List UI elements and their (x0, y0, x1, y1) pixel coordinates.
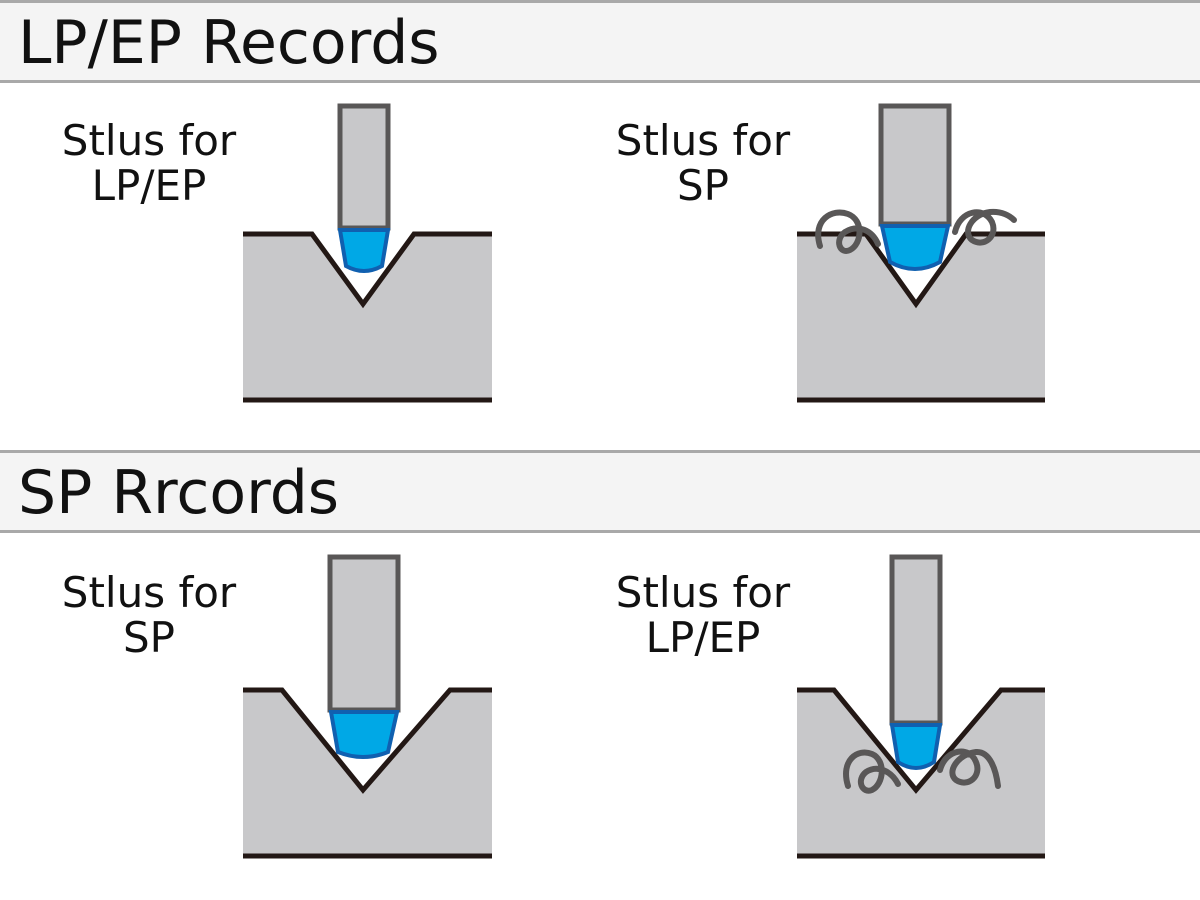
groove-block (797, 234, 1045, 400)
stylus-tip (889, 723, 943, 770)
label-line-1: Stlus for (61, 116, 237, 165)
section-header-lp-ep: LP/EP Records (0, 0, 1200, 83)
stylus-tip (328, 710, 400, 759)
label-line-1: Stlus for (615, 568, 791, 617)
stylus-label: Stlus for LP/EP (588, 570, 818, 660)
label-line-1: Stlus for (61, 568, 237, 617)
panel-lp-record-sp-stylus (797, 103, 1045, 403)
stylus-shaft (327, 554, 401, 713)
section-header-sp: SP Rrcords (0, 450, 1200, 533)
label-line-2: LP/EP (91, 161, 207, 210)
panel-sp-record-lp-stylus (797, 554, 1045, 859)
stylus-label: Stlus for LP/EP (34, 118, 264, 208)
groove-outline (243, 687, 492, 794)
debris-swirl-left (843, 749, 901, 794)
label-line-2: LP/EP (645, 613, 761, 662)
stylus-tip (337, 228, 391, 273)
label-line-2: SP (123, 613, 175, 662)
debris-swirl-left (815, 209, 881, 254)
groove-block (243, 234, 492, 400)
section-title: LP/EP Records (18, 8, 440, 78)
stylus-shaft (878, 103, 952, 227)
stylus-label: Stlus for SP (588, 118, 818, 208)
groove-outline (243, 231, 492, 309)
groove-block (797, 690, 1045, 856)
stylus-shaft (889, 554, 943, 726)
groove-outline (797, 687, 1045, 794)
stylus-label: Stlus for SP (34, 570, 264, 660)
label-line-1: Stlus for (615, 116, 791, 165)
groove-block (243, 690, 492, 856)
label-line-2: SP (677, 161, 729, 210)
panel-sp-record-sp-stylus (243, 554, 492, 859)
section-title: SP Rrcords (18, 458, 340, 528)
stylus-tip (879, 224, 951, 271)
debris-swirl-right (952, 208, 1017, 246)
panel-lp-record-lp-stylus (243, 103, 492, 403)
debris-swirl-right (937, 748, 1001, 789)
stylus-shaft (337, 103, 391, 231)
